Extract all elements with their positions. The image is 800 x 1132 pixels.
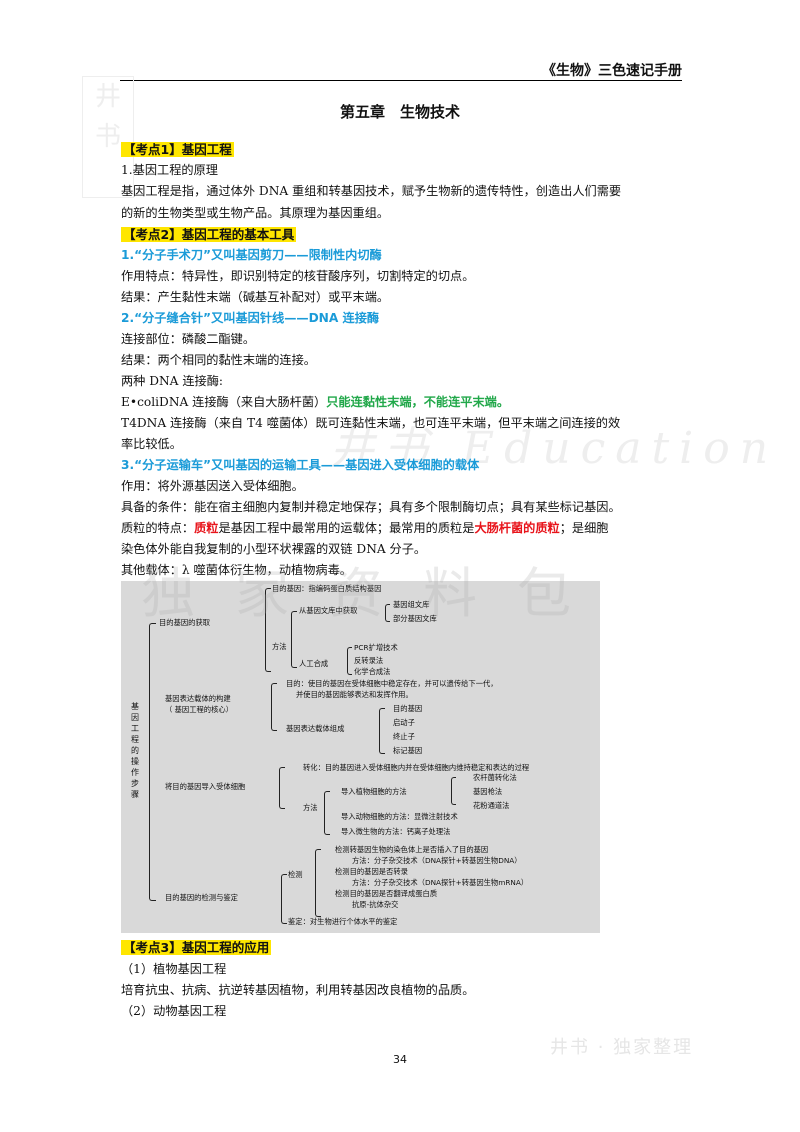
step-build-vector: 基因表达载体的构建	[165, 694, 231, 703]
diagram-text: 目的基因	[393, 704, 423, 713]
text-line: 结果：产生黏性末端（碱基互补配对）或平末端。	[121, 290, 390, 304]
header-title: 《生物》三色速记手册	[542, 63, 682, 79]
publisher-logo: 井书	[82, 76, 134, 198]
bracket	[315, 849, 321, 917]
diagram-text: 方法：分子杂交技术（DNA探针+转基因生物DNA）	[352, 856, 522, 865]
bracket	[347, 647, 352, 675]
watermark-footer: 井书 · 独家整理	[550, 1037, 694, 1058]
diagram-text: 基因枪法	[473, 787, 503, 796]
text-line: 的新的生物类型或生物产品。其原理为基因重组。	[121, 206, 390, 220]
diagram-text: 导入微生物的方法：钙离子处理法	[341, 827, 451, 836]
bracket	[385, 604, 390, 622]
diagram-text: 人工合成	[299, 659, 329, 668]
subheading-vector: 3.“分子运输车”又叫基因的运输工具——基因进入受体细胞的载体	[121, 458, 480, 472]
text-line: 连接部位：磷酸二酯键。	[121, 332, 256, 346]
diagram-text: 基因表达载体组成	[286, 724, 345, 733]
step-get-gene: 目的基因的获取	[159, 618, 211, 627]
kp2-title: 【考点2】基因工程的基本工具	[121, 227, 297, 242]
kp3-title: 【考点3】基因工程的应用	[121, 940, 272, 955]
text-line: 1.基因工程的原理	[121, 163, 218, 177]
diagram-text: 目的：使目的基因在受体细胞中稳定存在，并可以遗传给下一代，	[286, 679, 498, 688]
diagram-text: 并使目的基因能够表达和发挥作用。	[296, 690, 413, 699]
text-line: 作用：将外源基因送入受体细胞。	[121, 479, 304, 493]
text-line: 具备的条件：能在宿主细胞内复制并稳定地保存；具有多个限制酶切点；具有某些标记基因…	[121, 500, 621, 514]
highlight-red: 质粒	[194, 521, 219, 535]
text-line: 作用特点：特异性，即识别特定的核苷酸序列，切割特定的切点。	[121, 269, 475, 283]
diagram-text: 目的基因：指编码蛋白质结构基因	[272, 584, 382, 593]
page-number: 34	[393, 1053, 407, 1066]
diagram-text: 抗原-抗体杂交	[352, 900, 399, 909]
diagram-text: 从基因文库中获取	[299, 606, 358, 615]
kp3-heading: 【考点3】基因工程的应用	[121, 938, 272, 958]
diagram-text: 反转录法	[354, 656, 384, 665]
diagram-text: 方法：分子杂交技术（DNA探针+转基因生物mRNA）	[352, 878, 529, 887]
diagram-text: 启动子	[393, 718, 415, 727]
text-line: 两种 DNA 连接酶:	[121, 374, 224, 388]
diagram-text: 方法	[272, 642, 287, 651]
subheading-scissors: 1.“分子手术刀”又叫基因剪刀——限制性内切酶	[121, 248, 382, 262]
text-line: 率比较低。	[121, 437, 182, 451]
bracket	[291, 611, 297, 668]
bracket	[451, 777, 456, 805]
diagram-text: 检测目的基因是否翻译成蛋白质	[335, 889, 438, 898]
diagram-text: 导入动物细胞的方法：显微注射技术	[341, 812, 458, 821]
bracket	[379, 708, 385, 754]
text-line: 其他载体：λ 噬菌体衍生物，动植物病毒。	[121, 563, 352, 577]
text-line: 基因工程是指，通过体外 DNA 重组和转基因技术，赋予生物新的遗传特性，创造出人…	[121, 184, 622, 198]
diagram-text: 基因组文库	[393, 600, 430, 609]
diagram-text: 检测转基因生物的染色体上是否插入了目的基因	[335, 845, 489, 854]
text-span: 是基因工程中最常用的运载体；最常用的质粒是	[218, 521, 475, 535]
text-line: 培育抗虫、抗病、抗逆转基因植物，利用转基因改良植物的品质。	[121, 983, 475, 997]
diagram-root: 基因工程的操作步骤	[131, 702, 139, 799]
diagram-text: 检测目的基因是否转录	[335, 867, 408, 876]
text-line: E•coliDNA 连接酶（来自大肠杆菌）只能连黏性末端，不能连平末端。	[121, 393, 509, 412]
text-line: T4DNA 连接酶（来自 T4 噬菌体）既可连黏性末端，也可连平末端，但平末端之…	[121, 416, 621, 430]
kp2-heading: 【考点2】基因工程的基本工具	[121, 225, 297, 245]
gene-engineering-flow-diagram: 基因工程的操作步骤 目的基因的获取 目的基因：指编码蛋白质结构基因 方法 从基因…	[121, 567, 600, 933]
diagram-text: 化学合成法	[354, 667, 391, 676]
highlight-green: 只能连黏性末端，不能连平末端。	[326, 395, 510, 409]
diagram-text: 方法	[303, 803, 318, 812]
bracket	[324, 791, 330, 835]
diagram-text: 鉴定：对生物进行个体水平的鉴定	[288, 917, 398, 926]
step-detect-identify: 目的基因的检测与鉴定	[165, 893, 238, 902]
diagram-text: 导入植物细胞的方法	[341, 787, 407, 796]
diagram-text: 部分基因文库	[393, 614, 437, 623]
bracket	[149, 623, 156, 901]
text-span: ；是细胞	[559, 521, 609, 535]
highlight-red: 大肠杆菌的质粒	[474, 521, 560, 535]
bracket	[279, 767, 285, 809]
text-span: E•coliDNA 连接酶（来自大肠杆菌）	[121, 395, 327, 409]
watermark-resource-pack: 独家资料包	[141, 562, 611, 625]
diagram-text: 标记基因	[393, 746, 423, 755]
text-span: 质粒的特点：	[121, 521, 195, 535]
kp1-heading: 【考点1】基因工程	[121, 140, 234, 160]
text-line: 染色体外能自我复制的小型环状裸露的双链 DNA 分子。	[121, 542, 427, 556]
watermark-education: 井书 Education	[330, 423, 779, 474]
bracket	[265, 588, 271, 672]
text-line: （2）动物基因工程	[121, 1004, 227, 1018]
step-introduce-gene: 将目的基因导入受体细胞	[165, 782, 246, 791]
bracket	[271, 683, 277, 731]
kp1-title: 【考点1】基因工程	[121, 142, 234, 157]
bracket	[281, 874, 287, 924]
diagram-text: 终止子	[393, 732, 415, 741]
diagram-text: （ 基因工程的核心）	[165, 705, 233, 714]
diagram-text: 农杆菌转化法	[473, 773, 517, 782]
diagram-text: 花粉通道法	[473, 801, 510, 810]
text-line: （1）植物基因工程	[121, 962, 227, 976]
chapter-title: 第五章 生物技术	[339, 103, 460, 121]
diagram-text: PCR扩增技术	[354, 643, 398, 652]
text-line: 质粒的特点：质粒是基因工程中最常用的运载体；最常用的质粒是大肠杆菌的质粒；是细胞	[121, 519, 609, 538]
diagram-text: 转化：目的基因进入受体细胞内并在受体细胞内维持稳定和表达的过程	[303, 763, 530, 772]
diagram-text: 检测	[288, 870, 303, 879]
text-line: 结果：两个相同的黏性末端的连接。	[121, 353, 316, 367]
subheading-ligase: 2.“分子缝合针”又叫基因针线——DNA 连接酶	[121, 311, 380, 325]
header-rule	[120, 80, 682, 81]
